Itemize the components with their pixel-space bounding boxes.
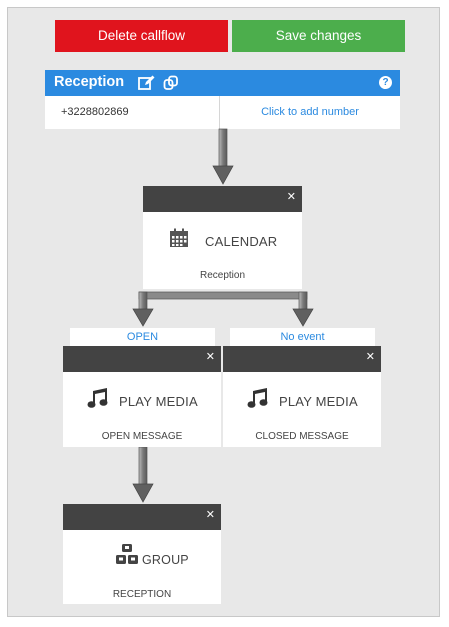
node-title: GROUP: [142, 553, 189, 567]
node-title: PLAY MEDIA: [279, 394, 358, 409]
delete-callflow-button[interactable]: Delete callflow: [55, 20, 228, 52]
branch-connector: [132, 291, 314, 327]
music-note-icon: [247, 388, 268, 408]
node-header: ✕: [63, 504, 221, 530]
callflow-name[interactable]: Reception: [54, 74, 125, 90]
callflow-header: Reception ?: [45, 70, 400, 96]
calendar-node[interactable]: ✕ CALENDAR Reception: [143, 186, 302, 289]
node-header: ✕: [63, 346, 221, 372]
node-header: ✕: [223, 346, 381, 372]
node-header: ✕: [143, 186, 302, 212]
music-note-icon: [87, 388, 108, 408]
node-subtitle: RECEPTION: [112, 589, 172, 600]
node-subtitle: Reception: [199, 270, 246, 281]
help-icon[interactable]: ?: [379, 76, 392, 89]
add-number-link[interactable]: Click to add number: [261, 106, 359, 118]
group-node[interactable]: ✕ GROUP RECEPTION: [63, 504, 221, 604]
connector-arrow: [212, 128, 234, 185]
branch-label-no-event[interactable]: No event: [230, 328, 375, 347]
close-icon[interactable]: ✕: [365, 351, 375, 363]
play-media-node-open[interactable]: ✕ PLAY MEDIA OPEN MESSAGE: [63, 346, 221, 447]
calendar-icon: [170, 228, 188, 247]
node-subtitle: CLOSED MESSAGE: [255, 431, 349, 442]
connector-arrow: [132, 446, 154, 503]
duplicate-icon[interactable]: [163, 75, 179, 96]
save-changes-button[interactable]: Save changes: [232, 20, 405, 52]
group-icon: [116, 544, 138, 564]
edit-icon[interactable]: [138, 75, 155, 96]
phone-number[interactable]: +3228802869: [45, 96, 220, 129]
play-media-node-closed[interactable]: ✕ PLAY MEDIA CLOSED MESSAGE: [223, 346, 381, 447]
close-icon[interactable]: ✕: [205, 509, 215, 521]
node-subtitle: OPEN MESSAGE: [101, 431, 183, 442]
close-icon[interactable]: ✕: [286, 191, 296, 203]
branch-label-open[interactable]: OPEN: [70, 328, 215, 347]
node-title: PLAY MEDIA: [119, 394, 198, 409]
close-icon[interactable]: ✕: [205, 351, 215, 363]
node-title: CALENDAR: [205, 234, 278, 249]
number-row: +3228802869 Click to add number: [45, 96, 400, 129]
